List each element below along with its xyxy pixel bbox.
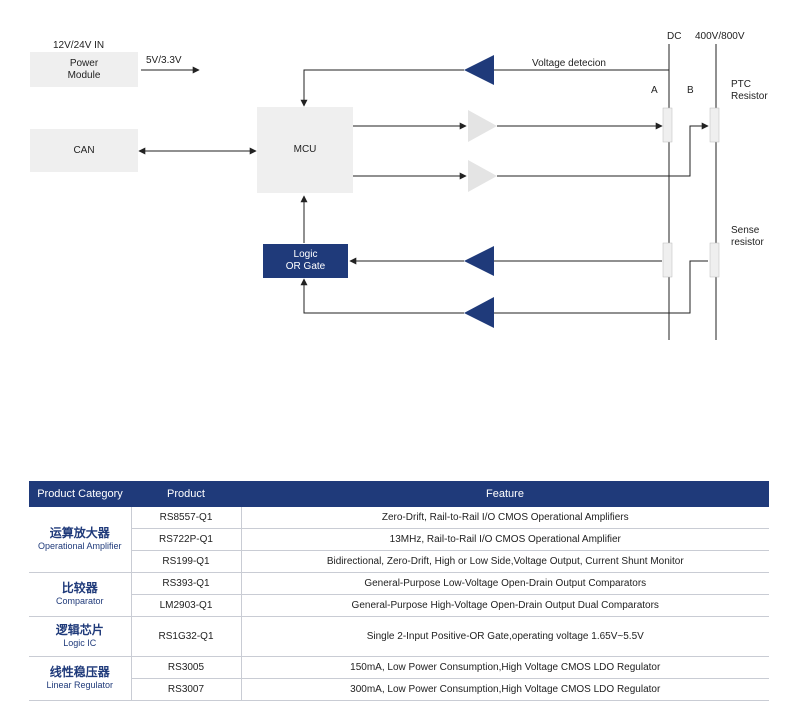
header-product: Product xyxy=(131,481,241,507)
product-cell: RS3007 xyxy=(131,678,242,701)
feature-cell: 150mA, Low Power Consumption,High Voltag… xyxy=(241,656,769,679)
feature-cell: General-Purpose Low-Voltage Open-Drain O… xyxy=(241,572,769,595)
feature-cell: Single 2-Input Positive-OR Gate,operatin… xyxy=(241,616,769,657)
feature-cell: Bidirectional, Zero-Drift, High or Low S… xyxy=(241,550,769,573)
sense-b-line xyxy=(494,260,708,314)
category-en: Comparator xyxy=(55,595,104,606)
ptc-resistor-label: PTC Resistor xyxy=(731,79,768,102)
table-row: RS199-Q1 Bidirectional, Zero-Drift, High… xyxy=(29,550,769,573)
category-cn: 逻辑芯片 xyxy=(55,622,104,637)
power-module-block: Power Module xyxy=(30,52,138,87)
table-row: RS722P-Q1 13MHz, Rail-to-Rail I/O CMOS O… xyxy=(29,528,769,551)
table-row: RS3007 300mA, Low Power Consumption,High… xyxy=(29,678,769,701)
node-a-label: A xyxy=(651,85,658,96)
dc-label: DC xyxy=(667,31,682,42)
sense-amplifier-a xyxy=(464,246,494,276)
product-cell: RS722P-Q1 xyxy=(131,528,242,551)
drive-amplifier-b xyxy=(468,160,497,192)
category-cn: 线性稳压器 xyxy=(49,664,110,679)
product-cell: RS199-Q1 xyxy=(131,550,242,573)
feature-cell: 13MHz, Rail-to-Rail I/O CMOS Operational… xyxy=(241,528,769,551)
feature-cell: 300mA, Low Power Consumption,High Voltag… xyxy=(241,678,769,701)
sense-amplifier-b xyxy=(464,297,494,328)
logic-or-gate-block: Logic OR Gate xyxy=(263,244,348,278)
product-cell: RS3005 xyxy=(131,656,242,679)
feature-cell: Zero-Drift, Rail-to-Rail I/O CMOS Operat… xyxy=(241,507,769,529)
category-en: Operational Amplifier xyxy=(37,540,122,551)
category-cn: 运算放大器 xyxy=(49,525,110,540)
sense-resistor-label: Sense resistor xyxy=(731,225,764,248)
product-cell: RS8557-Q1 xyxy=(131,507,242,529)
voltage-detection-label: Voltage detecion xyxy=(532,58,606,69)
node-b-label: B xyxy=(687,85,694,96)
sense-b-to-logic xyxy=(300,278,464,314)
category-cell: 逻辑芯片 Logic IC xyxy=(29,616,132,657)
category-en: Linear Regulator xyxy=(46,679,114,690)
table-row: 线性稳压器 Linear Regulator RS3005 150mA, Low… xyxy=(29,656,769,701)
category-cell: 比较器 Comparator xyxy=(29,572,132,617)
amp-to-node-b xyxy=(497,122,709,177)
category-en: Logic IC xyxy=(63,637,97,648)
mcu-block: MCU xyxy=(257,107,353,193)
can-block: CAN xyxy=(30,129,138,172)
table-row: LM2903-Q1 General-Purpose High-Voltage O… xyxy=(29,594,769,617)
feature-cell: General-Purpose High-Voltage Open-Drain … xyxy=(241,594,769,617)
block-diagram xyxy=(138,44,720,340)
drive-amplifier-a xyxy=(468,110,497,142)
category-cn: 比较器 xyxy=(61,580,98,595)
sense-a-pad xyxy=(662,242,673,278)
product-cell: RS393-Q1 xyxy=(131,572,242,595)
header-product-category: Product Category xyxy=(29,481,131,507)
product-cell: RS1G32-Q1 xyxy=(131,616,242,657)
sense-b-pad xyxy=(709,242,720,278)
supply-output-label: 5V/3.3V xyxy=(146,55,182,66)
hv-label: 400V/800V xyxy=(695,31,745,42)
category-cell: 线性稳压器 Linear Regulator xyxy=(29,656,132,701)
table-row: 比较器 Comparator RS393-Q1 General-Purpose … xyxy=(29,572,769,617)
voltage-detection-to-mcu xyxy=(300,69,464,107)
table-header-row: Product Category Product Feature xyxy=(29,481,769,507)
table-row: 逻辑芯片 Logic IC RS1G32-Q1 Single 2-Input P… xyxy=(29,616,769,657)
product-cell: LM2903-Q1 xyxy=(131,594,242,617)
node-b-pad xyxy=(709,107,720,143)
header-feature: Feature xyxy=(241,481,769,507)
table-row: 运算放大器 Operational Amplifier RS8557-Q1 Ze… xyxy=(29,507,769,573)
product-table: Product Category Product Feature 运算放大器 O… xyxy=(29,481,769,701)
category-cell: 运算放大器 Operational Amplifier xyxy=(29,507,132,573)
voltage-detection-amplifier xyxy=(464,55,494,85)
node-a-pad xyxy=(662,107,673,143)
supply-input-label: 12V/24V IN xyxy=(53,40,105,51)
